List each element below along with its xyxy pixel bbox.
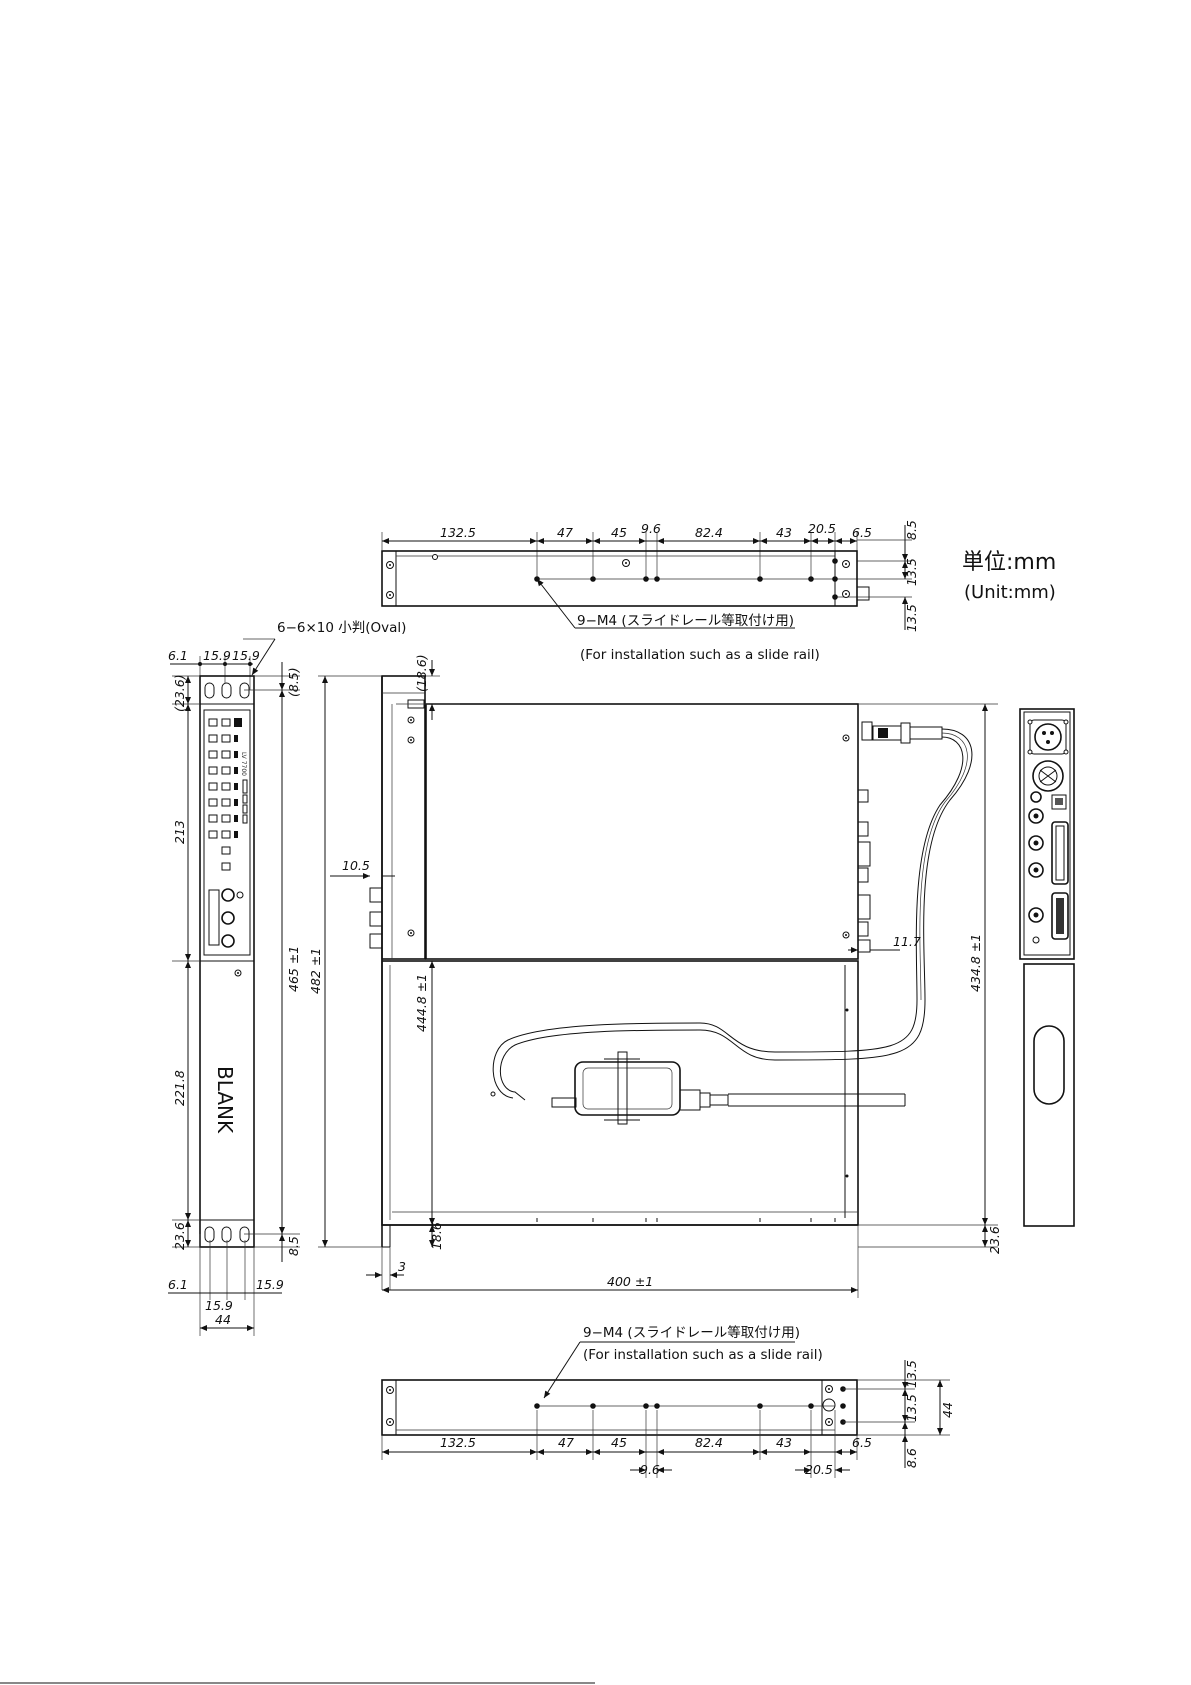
top-note-jp: 9−M4 (スライドレール等取付け用) [577,612,794,629]
dim-label: 400 ±1 [607,1274,653,1289]
dim-label: 45 [611,1435,627,1450]
dim-label: 82.4 [695,525,723,540]
dim-label: 15.9 [205,1298,233,1313]
dim-label: 15.9 [232,648,260,663]
dim-label: 44 [215,1312,231,1327]
dim-label: 6.5 [852,525,872,540]
rear-oval-window [1033,1025,1065,1105]
dim-label: 82.4 [695,1435,723,1450]
power-cable [492,721,973,1125]
bottom-note-jp: 9−M4 (スライドレール等取付け用) [583,1324,800,1341]
dim-label: 13.5 [904,1360,919,1388]
dim-label: 43 [776,525,792,540]
dim-label: 444.8 ±1 [414,974,429,1032]
dim-label: 6.1 [168,1277,188,1292]
dim-label: 15.9 [203,648,231,663]
chassis-body [381,960,859,1226]
dim-label: 3 [398,1259,406,1274]
dim-label: 465 ±1 [286,946,301,992]
dim-label: 132.5 [440,525,476,540]
model-label: LV 7700 [240,752,247,776]
dim-label: 13.5 [904,558,919,586]
bottom-note-en: (For installation such as a slide rail) [583,1347,823,1363]
dim-label: 23.6 [172,1222,187,1250]
dim-label: 45 [611,525,627,540]
top-view-body [381,550,858,607]
dim-label: 482 ±1 [308,948,323,994]
unit-label: 単位:mm (Unit:mm) [962,550,1056,603]
bottom-view-dims: 132.5 47 45 82.4 43 6.5 9.6 20.5 13.5 13… [440,1360,955,1477]
dim-label: 11.7 [893,934,921,949]
dim-label: 8.5 [904,520,919,540]
blank-label: BLANK [213,1066,237,1134]
dim-label: 213 [172,820,187,844]
top-note-en: (For installation such as a slide rail) [580,647,820,663]
rear-connectors-left [369,887,383,949]
unit-jp: 単位:mm [962,550,1056,575]
dim-label: 9.6 [641,521,661,536]
dim-label: 6.5 [852,1435,872,1450]
dim-label: 8.5 [286,1236,301,1256]
unit-en: (Unit:mm) [964,582,1056,603]
side-view-dims: (18.6) 482 ±1 444.8 ±1 10.5 11.7 18.6 3 … [308,654,1002,1289]
bottom-view: 9−M4 (スライドレール等取付け用) (For installation su… [381,1324,955,1478]
module-body [425,703,859,960]
oval-note: 6−6×10 小判(Oval) [277,620,406,636]
dim-label: 44 [940,1402,955,1418]
side-view: (18.6) 482 ±1 444.8 ±1 10.5 11.7 18.6 3 … [308,654,1002,1298]
dim-label: 47 [558,1435,574,1450]
dim-label: 221.8 [172,1070,187,1106]
front-view: 6−6×10 小判(Oval) 6.1 15.9 15.9 [168,620,406,1336]
bottom-view-body [381,1379,858,1436]
rear-connectors-right [857,789,871,953]
rear-connectors [1027,719,1069,944]
m4-holes-top [534,558,838,600]
instrument-module [203,709,251,956]
front-buttons [208,718,248,948]
dim-label: 18.6 [429,1222,444,1250]
dim-label: 23.6 [987,1226,1002,1254]
top-view: 132.5 47 45 9.6 82.4 43 20.5 6.5 8.5 13.… [381,520,919,663]
dim-label: 43 [776,1435,792,1450]
dim-label: 6.1 [168,648,188,663]
rear-view [1019,708,1075,1227]
dim-label: (18.6) [414,654,429,692]
dim-label: 47 [557,525,573,540]
m4-holes-bottom [534,1386,846,1425]
dim-label: 132.5 [440,1435,476,1450]
dim-label: 9.6 [640,1462,660,1477]
dim-label: 13.5 [904,1394,919,1422]
dim-label: 8.6 [904,1448,919,1468]
top-view-dims: 132.5 47 45 9.6 82.4 43 20.5 6.5 8.5 13.… [440,520,919,632]
dim-label: (8.5) [286,667,301,697]
oval-slots [204,682,250,1243]
dim-label: 434.8 ±1 [968,934,983,992]
dim-label: 20.5 [805,1462,833,1477]
dim-label: 13.5 [904,604,919,632]
dim-label: 20.5 [808,521,836,536]
dim-label: 10.5 [342,858,370,873]
dim-label: 15.9 [256,1277,284,1292]
dim-label: (23.6) [172,674,187,712]
